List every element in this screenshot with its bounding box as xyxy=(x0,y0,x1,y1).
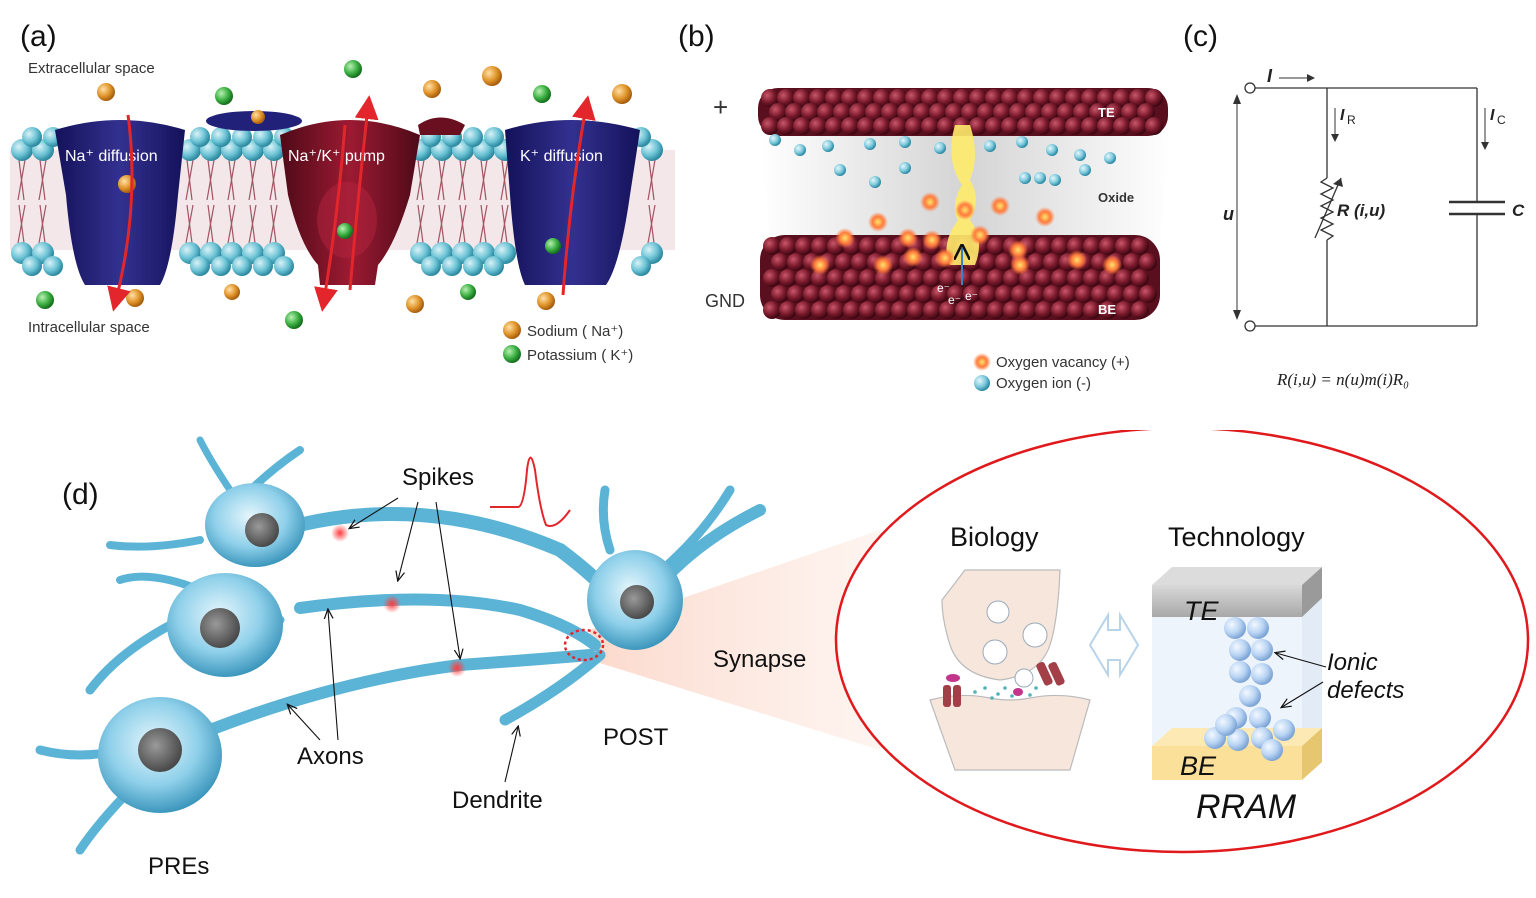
electron-label-1: e⁻ xyxy=(937,281,950,295)
rram-be-label: BE xyxy=(1180,751,1217,781)
ic-subscript: C xyxy=(1497,113,1506,127)
biology-label: Biology xyxy=(950,522,1039,552)
electron-label-3: e⁻ xyxy=(965,289,978,303)
spike-2 xyxy=(383,595,401,613)
ir-label: I xyxy=(1340,107,1345,124)
panel-label-d: (d) xyxy=(62,478,99,511)
rram-te-label: TE xyxy=(1184,596,1219,626)
ionic-label: Ionic xyxy=(1327,649,1378,676)
potassium-legend-label: Potassium ( K⁺) xyxy=(527,347,633,364)
intracellular-label: Intracellular space xyxy=(28,319,150,336)
extracellular-label: Extracellular space xyxy=(28,60,155,77)
pre-neuron-2 xyxy=(167,573,283,677)
te-label: TE xyxy=(1098,105,1115,120)
plus-terminal: + xyxy=(713,92,728,122)
k-diffusion-label: K⁺ diffusion xyxy=(520,148,603,165)
memristor-circuit: I I R I C u R (i,u) C R(i,u) = n(u)m(i)R… xyxy=(1223,66,1525,389)
neuron-synapse-diagram: Spikes Synapse Axons Dendrite POST PREs … xyxy=(35,430,1530,880)
pump-label: Na⁺/K⁺ pump xyxy=(288,148,385,165)
ir-subscript: R xyxy=(1347,113,1356,127)
i-main-label: I xyxy=(1267,66,1273,86)
pre-neuron-3 xyxy=(98,697,222,813)
ion-legend-label: Oxygen ion (-) xyxy=(996,375,1091,392)
defects-label: defects xyxy=(1327,677,1404,704)
spikes-label: Spikes xyxy=(402,464,474,491)
post-neuron xyxy=(587,550,683,650)
axons-label: Axons xyxy=(297,743,364,770)
na-diffusion-label: Na⁺ diffusion xyxy=(65,148,158,165)
na-channel xyxy=(55,120,185,285)
ion-legend-icon xyxy=(974,375,990,391)
pres-label: PREs xyxy=(148,853,209,880)
equivalence-arrow xyxy=(1088,611,1140,679)
pre-neuron-1 xyxy=(205,483,305,567)
vacancy-legend-icon xyxy=(973,353,991,371)
rram-label: RRAM xyxy=(1196,788,1297,826)
panel-label-b: (b) xyxy=(678,20,715,53)
synapse-marker xyxy=(563,628,605,662)
panel-label-a: (a) xyxy=(20,20,57,53)
rram-device-diagram: TE BE Oxide + GND e⁻ e⁻ e⁻ Oxygen vacanc… xyxy=(705,88,1170,392)
ic-label: I xyxy=(1490,107,1495,124)
vacancy-legend-label: Oxygen vacancy (+) xyxy=(996,354,1130,371)
potassium-legend-icon xyxy=(503,345,521,363)
technology-label: Technology xyxy=(1168,522,1305,552)
dendrite-label: Dendrite xyxy=(452,787,543,814)
sodium-legend-icon xyxy=(503,321,521,339)
electron-label-2: e⁻ xyxy=(948,293,961,307)
membrane-diagram: Na⁺ diffusion Na⁺/K⁺ pump K⁺ diffusion E… xyxy=(10,60,675,364)
oxide-label: Oxide xyxy=(1098,190,1134,205)
sodium-legend-label: Sodium ( Na⁺) xyxy=(527,323,623,340)
biological-synapse xyxy=(929,569,1091,771)
u-label: u xyxy=(1223,204,1234,224)
post-label: POST xyxy=(603,724,669,751)
be-label: BE xyxy=(1098,302,1116,317)
r-label: R (i,u) xyxy=(1337,201,1385,220)
panel-label-c: (c) xyxy=(1183,20,1218,53)
gnd-terminal: GND xyxy=(705,291,745,311)
rram-device xyxy=(1152,567,1322,780)
equation: R(i,u) = n(u)m(i)R₀ xyxy=(1276,370,1409,389)
spike-1 xyxy=(331,524,349,542)
synapse-label: Synapse xyxy=(713,646,806,673)
c-label: C xyxy=(1512,201,1525,220)
spike-3 xyxy=(448,659,466,677)
spike-waveform xyxy=(490,456,571,527)
